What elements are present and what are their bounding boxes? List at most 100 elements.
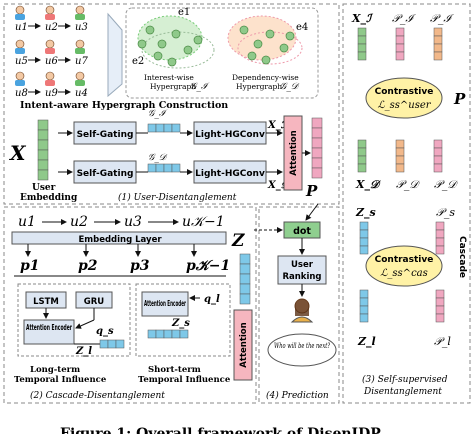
ss-caption-2: Disentanglement [363, 387, 442, 397]
p-label-main: P [305, 182, 318, 200]
gated-cell [163, 123, 173, 133]
lstm-label: LSTM [33, 297, 59, 307]
sequence-user: u2 [70, 214, 88, 230]
user-label: u6 [45, 56, 58, 67]
p-cell [311, 117, 323, 129]
user-body [45, 80, 55, 86]
bubble-text: Who will be the next? [274, 341, 331, 350]
ss-p-d2-cell [433, 147, 443, 157]
user-label: u2 [45, 22, 58, 33]
edge-label-e2: e2 [132, 56, 144, 67]
attention-encoder-box-short [141, 291, 189, 317]
ss-p-i-cell [395, 43, 405, 53]
user-body [45, 14, 55, 20]
gated-embedding-strip-2 [147, 163, 181, 173]
attention-label-user: Attention [289, 130, 299, 175]
self-gating-label-1: Self-Gating [77, 130, 134, 140]
user-ranking-label-2: Ranking [282, 272, 321, 282]
cascade-caption: (2) Cascade-Disentanglement [30, 390, 165, 401]
contrastive-user-ellipse [365, 77, 443, 119]
ss-p-i2-cell [433, 35, 443, 45]
interest-node [137, 39, 147, 49]
prediction-caption: (4) Prediction [266, 390, 329, 401]
ss-p-l-cell [435, 313, 445, 323]
embedding-layer-box [11, 231, 227, 245]
user-label: u8 [15, 88, 28, 99]
ss-p-s-cell [435, 237, 445, 247]
user-label: u5 [15, 56, 28, 67]
projection-shape [107, 12, 123, 98]
hypergraph-title: Intent-aware Hypergraph Construction [20, 100, 228, 111]
embedding-layer-label: Embedding Layer [78, 235, 162, 245]
ss-p-i-label-2: 𝒫_ℐ [430, 12, 454, 25]
q-l-label: q_l [204, 294, 220, 305]
user-embedding-cell [37, 139, 49, 151]
interest-node [167, 57, 177, 67]
x-i-label: X_ℐ [267, 120, 288, 131]
panel-self-supervised [342, 3, 471, 404]
dependency-node [239, 25, 249, 35]
ss-x-d-cell [357, 163, 367, 173]
user-label: u1 [15, 22, 28, 33]
ss-p-d-label-2: 𝒫_𝒟 [434, 178, 458, 191]
z-s-cell [147, 329, 157, 339]
ss-x-i-cell [357, 35, 367, 45]
z-l-cell [107, 339, 117, 349]
user-body [15, 14, 25, 20]
dependency-node [253, 39, 263, 49]
self-gating-label-2: Self-Gating [77, 169, 134, 179]
attention-encoder-label-long: Attention Encoder [26, 323, 72, 332]
ss-p-l-cell [435, 305, 445, 315]
ss-p-d2-cell [433, 163, 443, 173]
ss-p-i-cell [395, 35, 405, 45]
user-embedding-column [37, 119, 49, 181]
user-icon [45, 39, 55, 49]
x-d-label: X_𝒟 [267, 180, 291, 191]
gated-cell [171, 123, 181, 133]
gru-label: GRU [84, 297, 105, 307]
interest-node [193, 35, 203, 45]
ss-x-i-cell [357, 27, 367, 37]
ss-p-d-cell [395, 139, 405, 149]
long-term-box [17, 283, 131, 357]
interest-node [157, 39, 167, 49]
attention-encoder-box-long [23, 319, 75, 345]
p-sequence-item: p3 [130, 258, 150, 274]
ss-middle-strips [357, 139, 443, 173]
ss-x-d-cell [357, 155, 367, 165]
ss-p-d-cell [395, 155, 405, 165]
p-sequence-item: p1 [20, 258, 40, 274]
user-body [75, 80, 85, 86]
z-cell [239, 293, 251, 305]
sequence-user: u3 [124, 214, 142, 230]
z-cell [239, 253, 251, 265]
user-body [15, 80, 25, 86]
ss-x-i-cell [357, 51, 367, 61]
user-body [75, 14, 85, 20]
contrastive-cascade-label: Contrastive [375, 255, 434, 265]
user-body [15, 48, 25, 54]
gated-cell [163, 163, 173, 173]
question-bubble [267, 333, 337, 367]
user-icon [45, 5, 55, 15]
interest-hyperedge-1 [137, 15, 203, 61]
light-hgconv-label-2: Light-HGConv [195, 169, 265, 179]
attention-box-cascade [233, 309, 253, 381]
panel-cascade-disentanglement [3, 206, 257, 404]
user-body [45, 48, 55, 54]
hypergraph-box [125, 7, 319, 99]
short-term-label: Short-term [148, 365, 201, 375]
z-s-strip [147, 329, 189, 339]
interest-node [145, 25, 155, 35]
ss-z-l-cell [359, 297, 369, 307]
g-i-label: 𝒢_ℐ [148, 109, 168, 119]
p-embedding-strip [311, 117, 323, 179]
ss-top-strips [357, 27, 443, 61]
panel-user-disentanglement [3, 3, 340, 205]
z-cell [239, 273, 251, 285]
ss-p-label: P [453, 90, 466, 108]
short-term-influence-label: Temporal Influence [138, 375, 231, 385]
